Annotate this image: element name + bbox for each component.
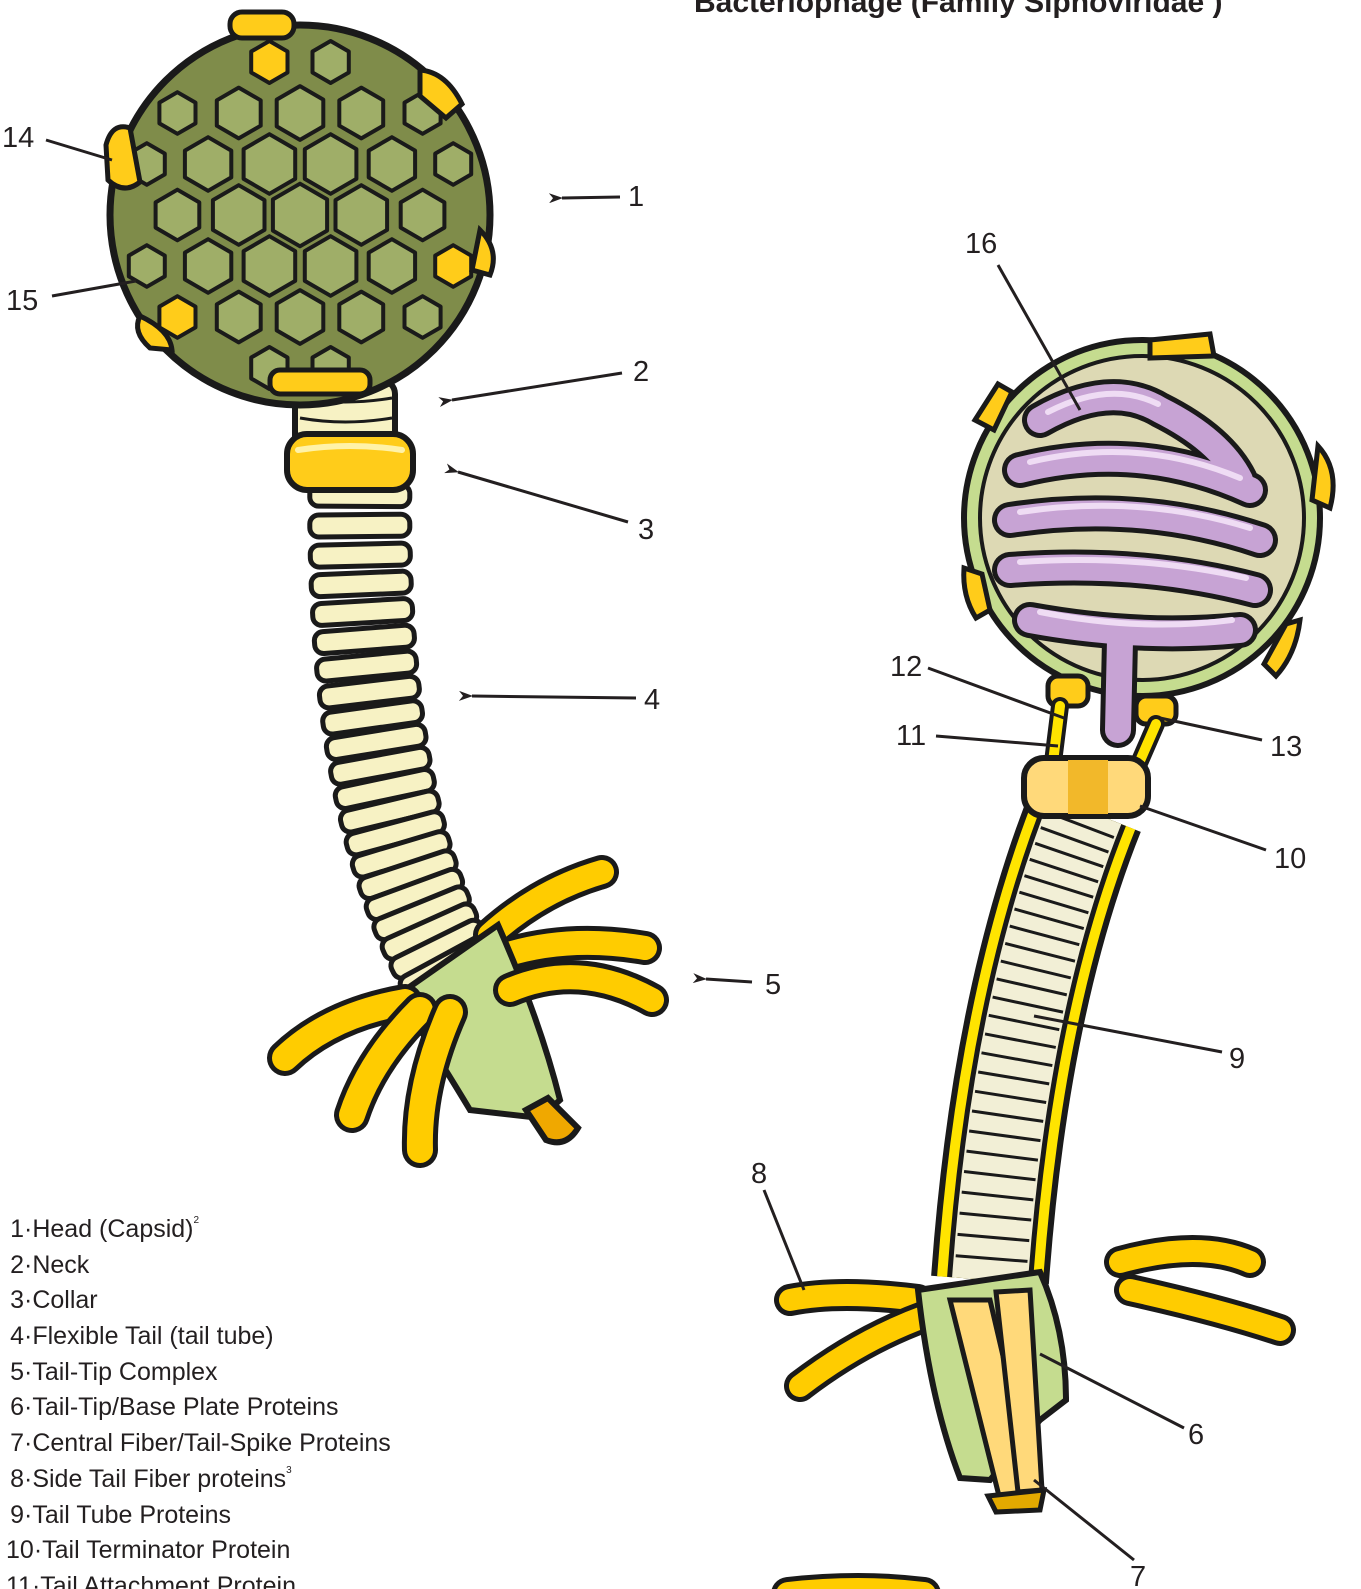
legend-item: 10·Tail Terminator Protein: [6, 1524, 391, 1560]
callout-1: 1: [628, 183, 644, 212]
callout-15: 15: [6, 287, 38, 316]
callout-8: 8: [751, 1160, 767, 1189]
legend-item: 5·Tail-Tip Complex: [6, 1346, 391, 1382]
capsid-plate: [156, 190, 200, 241]
capsid-plate: [401, 190, 445, 241]
legend-item: 2·Neck: [6, 1239, 391, 1275]
external-view-phage: [46, 12, 752, 1150]
capsid-plate: [435, 245, 471, 287]
capsid-plate: [217, 88, 261, 139]
capsid-plate: [313, 41, 349, 83]
callout-12: 12: [890, 653, 922, 682]
capsid-plate: [435, 143, 471, 185]
callout-6: 6: [1188, 1421, 1204, 1450]
callout-3: 3: [638, 516, 654, 545]
legend-item: 3·Collar: [6, 1274, 391, 1310]
callout-2: 2: [633, 358, 649, 387]
capsid-plate: [244, 134, 296, 194]
capsid-plate: [277, 290, 324, 344]
capsid-plate: [217, 292, 261, 343]
legend-item: 11·Tail Attachment Protein: [6, 1560, 391, 1589]
collar: [287, 434, 413, 490]
capsid-plate: [251, 41, 287, 83]
tail-segment: [310, 514, 410, 537]
callout-11: 11: [896, 722, 926, 751]
callout-10: 10: [1274, 845, 1306, 874]
callout-16: 16: [965, 230, 997, 259]
legend-item: 9·Tail Tube Proteins: [6, 1489, 391, 1525]
legend-item: 4·Flexible Tail (tail tube): [6, 1310, 391, 1346]
capsid-plate: [339, 292, 383, 343]
capsid-plate: [185, 239, 231, 293]
capsid-head: [106, 12, 493, 405]
capsid-plate: [369, 137, 415, 191]
capsid-plate: [244, 236, 296, 296]
legend-item: 8·Side Tail Fiber proteins3: [6, 1453, 391, 1489]
tail-segment: [312, 598, 413, 626]
legend-list: 1·Head (Capsid)2 2·Neck 3·Collar 4·Flexi…: [6, 1203, 391, 1589]
capsid-plate: [369, 239, 415, 293]
tail-segment: [311, 571, 412, 597]
callout-7: 7: [1130, 1563, 1146, 1589]
callout-5: 5: [765, 971, 781, 1000]
legend-item: 1·Head (Capsid)2: [6, 1203, 391, 1239]
capsid-plate: [305, 236, 357, 296]
tail-terminator: [1024, 758, 1148, 816]
capsid-plate: [336, 185, 388, 245]
capsid-plate: [213, 185, 265, 245]
capsid-plate: [159, 92, 195, 134]
capsid-plate: [305, 134, 357, 194]
tail-tube: [956, 810, 1114, 1280]
callout-4: 4: [644, 686, 660, 715]
callout-9: 9: [1229, 1045, 1245, 1074]
base-plate: [790, 1251, 1280, 1512]
capsid-plate: [185, 137, 231, 191]
capsid-plate: [277, 86, 324, 140]
capsid-plate: [273, 184, 327, 247]
legend-item: 7·Central Fiber/Tail-Spike Proteins: [6, 1417, 391, 1453]
callout-13: 13: [1270, 733, 1302, 762]
tail-segment: [310, 543, 411, 567]
callout-14: 14: [2, 124, 34, 153]
legend-item: 6·Tail-Tip/Base Plate Proteins: [6, 1381, 391, 1417]
capsid-plate: [339, 88, 383, 139]
capsid-plate: [405, 296, 441, 338]
cross-section-phage: [764, 265, 1333, 1589]
diagram-title: Bacteriophage (Family Siphoviridae ): [694, 0, 1222, 20]
